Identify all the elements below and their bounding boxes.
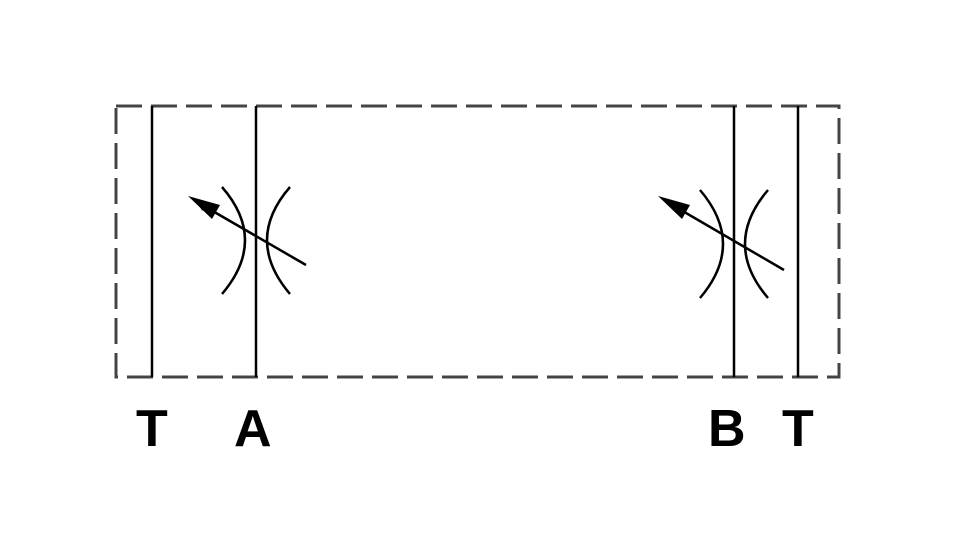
port-label-a: A — [234, 400, 272, 458]
throttle-valve-a — [188, 186, 307, 295]
manifold-outline — [114, 104, 841, 379]
port-label-t-right: T — [782, 400, 814, 458]
throttle-arc-right — [265, 186, 291, 295]
throttle-arc-left — [221, 186, 247, 295]
adjust-arrow-icon — [673, 204, 785, 272]
throttle-valve-b — [658, 189, 785, 299]
adjust-arrow-icon — [196, 201, 307, 267]
port-label-t-left: T — [136, 400, 168, 458]
port-label-b: B — [708, 400, 746, 458]
throttle-arc-right — [743, 189, 769, 299]
throttle-arc-left — [699, 189, 725, 299]
